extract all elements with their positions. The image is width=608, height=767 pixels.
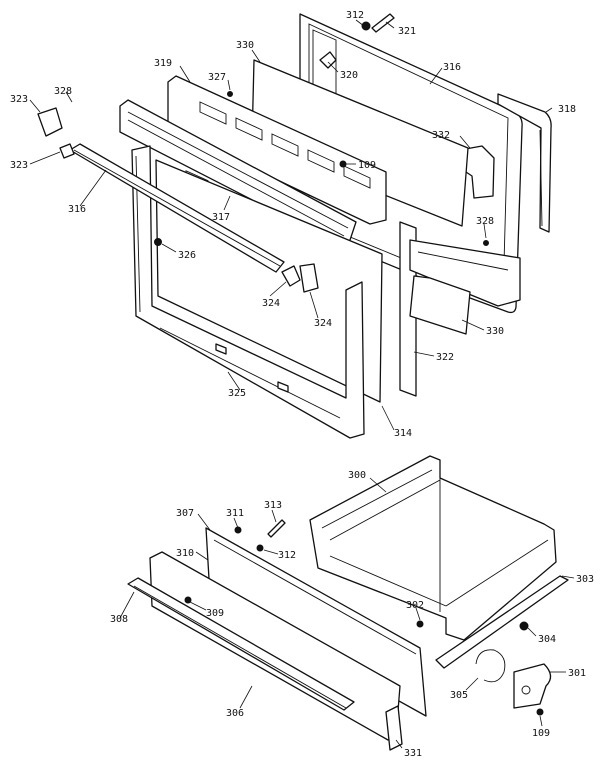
callout-314: 314 (394, 428, 412, 439)
callout-331: 331 (404, 748, 422, 759)
door-handle-rod (69, 143, 285, 273)
callout-328-left: 328 (54, 86, 72, 97)
callout-109-bottom: 109 (532, 728, 550, 739)
drawer-handle (127, 577, 355, 711)
handle-clip-b (299, 263, 319, 293)
callout-304: 304 (538, 634, 556, 645)
drawer-roller-ring (475, 649, 506, 683)
callout-324-right: 324 (314, 318, 332, 329)
door-liner (131, 145, 365, 439)
callout-330-top: 330 (236, 40, 254, 51)
callout-325: 325 (228, 388, 246, 399)
callout-321: 321 (398, 26, 416, 37)
drawer-body (309, 455, 557, 641)
drawer-end-bracket (385, 705, 403, 751)
callout-309: 309 (206, 608, 224, 619)
callout-330-right: 330 (486, 326, 504, 337)
callout-323-top: 323 (10, 94, 28, 105)
callout-305: 305 (450, 690, 468, 701)
callout-311: 311 (226, 508, 244, 519)
handle-clip-a (281, 265, 301, 287)
callout-307: 307 (176, 508, 194, 519)
callout-324-left: 324 (262, 298, 280, 309)
callout-313: 313 (264, 500, 282, 511)
drawer-hinge-plate (513, 663, 552, 709)
door-screw-327 (227, 91, 233, 97)
door-stop-320 (319, 51, 337, 69)
callout-308: 308 (110, 614, 128, 625)
handle-end-cap (37, 107, 63, 137)
door-bolt-321 (371, 13, 395, 33)
handle-end-cap-lower (59, 143, 75, 159)
callout-322: 322 (436, 352, 454, 363)
callout-301: 301 (568, 668, 586, 679)
callout-332: 332 (432, 130, 450, 141)
callout-323-bottom: 323 (10, 160, 28, 171)
callout-312-top: 312 (346, 10, 364, 21)
callout-316-top: 316 (443, 62, 461, 73)
callout-109-top: 109 (358, 160, 376, 171)
callout-302: 302 (406, 600, 424, 611)
drawer-clip-302 (416, 620, 424, 628)
callout-312-drawer: 312 (278, 550, 296, 561)
callout-300: 300 (348, 470, 366, 481)
door-screw-328 (483, 240, 489, 246)
door-screw-326 (154, 238, 162, 246)
callout-328-right: 328 (476, 216, 494, 227)
drawer-screw-312 (256, 544, 264, 552)
door-glass-lower (409, 275, 471, 335)
door-nut-312 (361, 21, 371, 31)
door-screw-109 (339, 160, 347, 168)
callout-306: 306 (226, 708, 244, 719)
callout-317: 317 (212, 212, 230, 223)
door-side-trim (497, 93, 552, 233)
callout-310: 310 (176, 548, 194, 559)
callout-303: 303 (576, 574, 594, 585)
callout-labels: 312 321 330 320 316 319 327 318 323 328 … (10, 10, 594, 759)
callout-327: 327 (208, 72, 226, 83)
door-hinge-channel (399, 221, 521, 397)
callout-319: 319 (154, 58, 172, 69)
drawer-screw-109 (536, 708, 544, 716)
drawer-screw-309 (184, 596, 192, 604)
drawer-bolt-313 (267, 519, 286, 538)
drawer-screw-304 (519, 621, 529, 631)
drawer-slide-rail (435, 575, 569, 669)
callout-316-left: 316 (68, 204, 86, 215)
callout-leader-lines (29, 19, 575, 749)
callout-318: 318 (558, 104, 576, 115)
callout-326: 326 (178, 250, 196, 261)
callout-320: 320 (340, 70, 358, 81)
